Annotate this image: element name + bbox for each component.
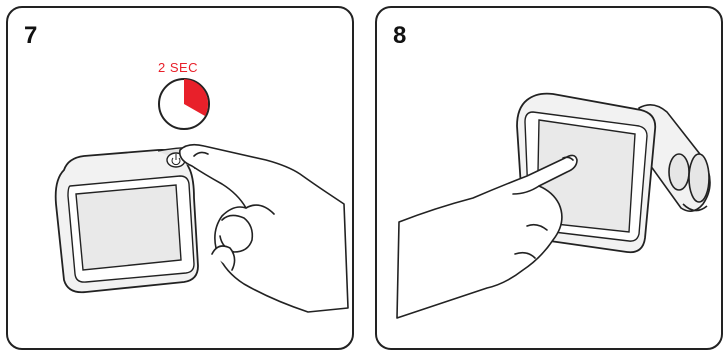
- gps-device-illustration: [54, 146, 221, 294]
- hand-illustration: [396, 154, 578, 319]
- step-number: 7: [24, 22, 38, 49]
- hand-illustration: [178, 143, 349, 313]
- step-number: 8: [393, 22, 407, 49]
- tap-screen-illustration: [396, 92, 711, 319]
- stopwatch-icon: [158, 78, 210, 130]
- mount-illustration: [638, 104, 711, 212]
- timer-label: 2 SEC: [158, 60, 199, 75]
- press-power-illustration: [54, 78, 349, 313]
- step-8-panel: 8: [375, 6, 723, 350]
- step-7-panel: 7 2 SEC: [6, 6, 354, 350]
